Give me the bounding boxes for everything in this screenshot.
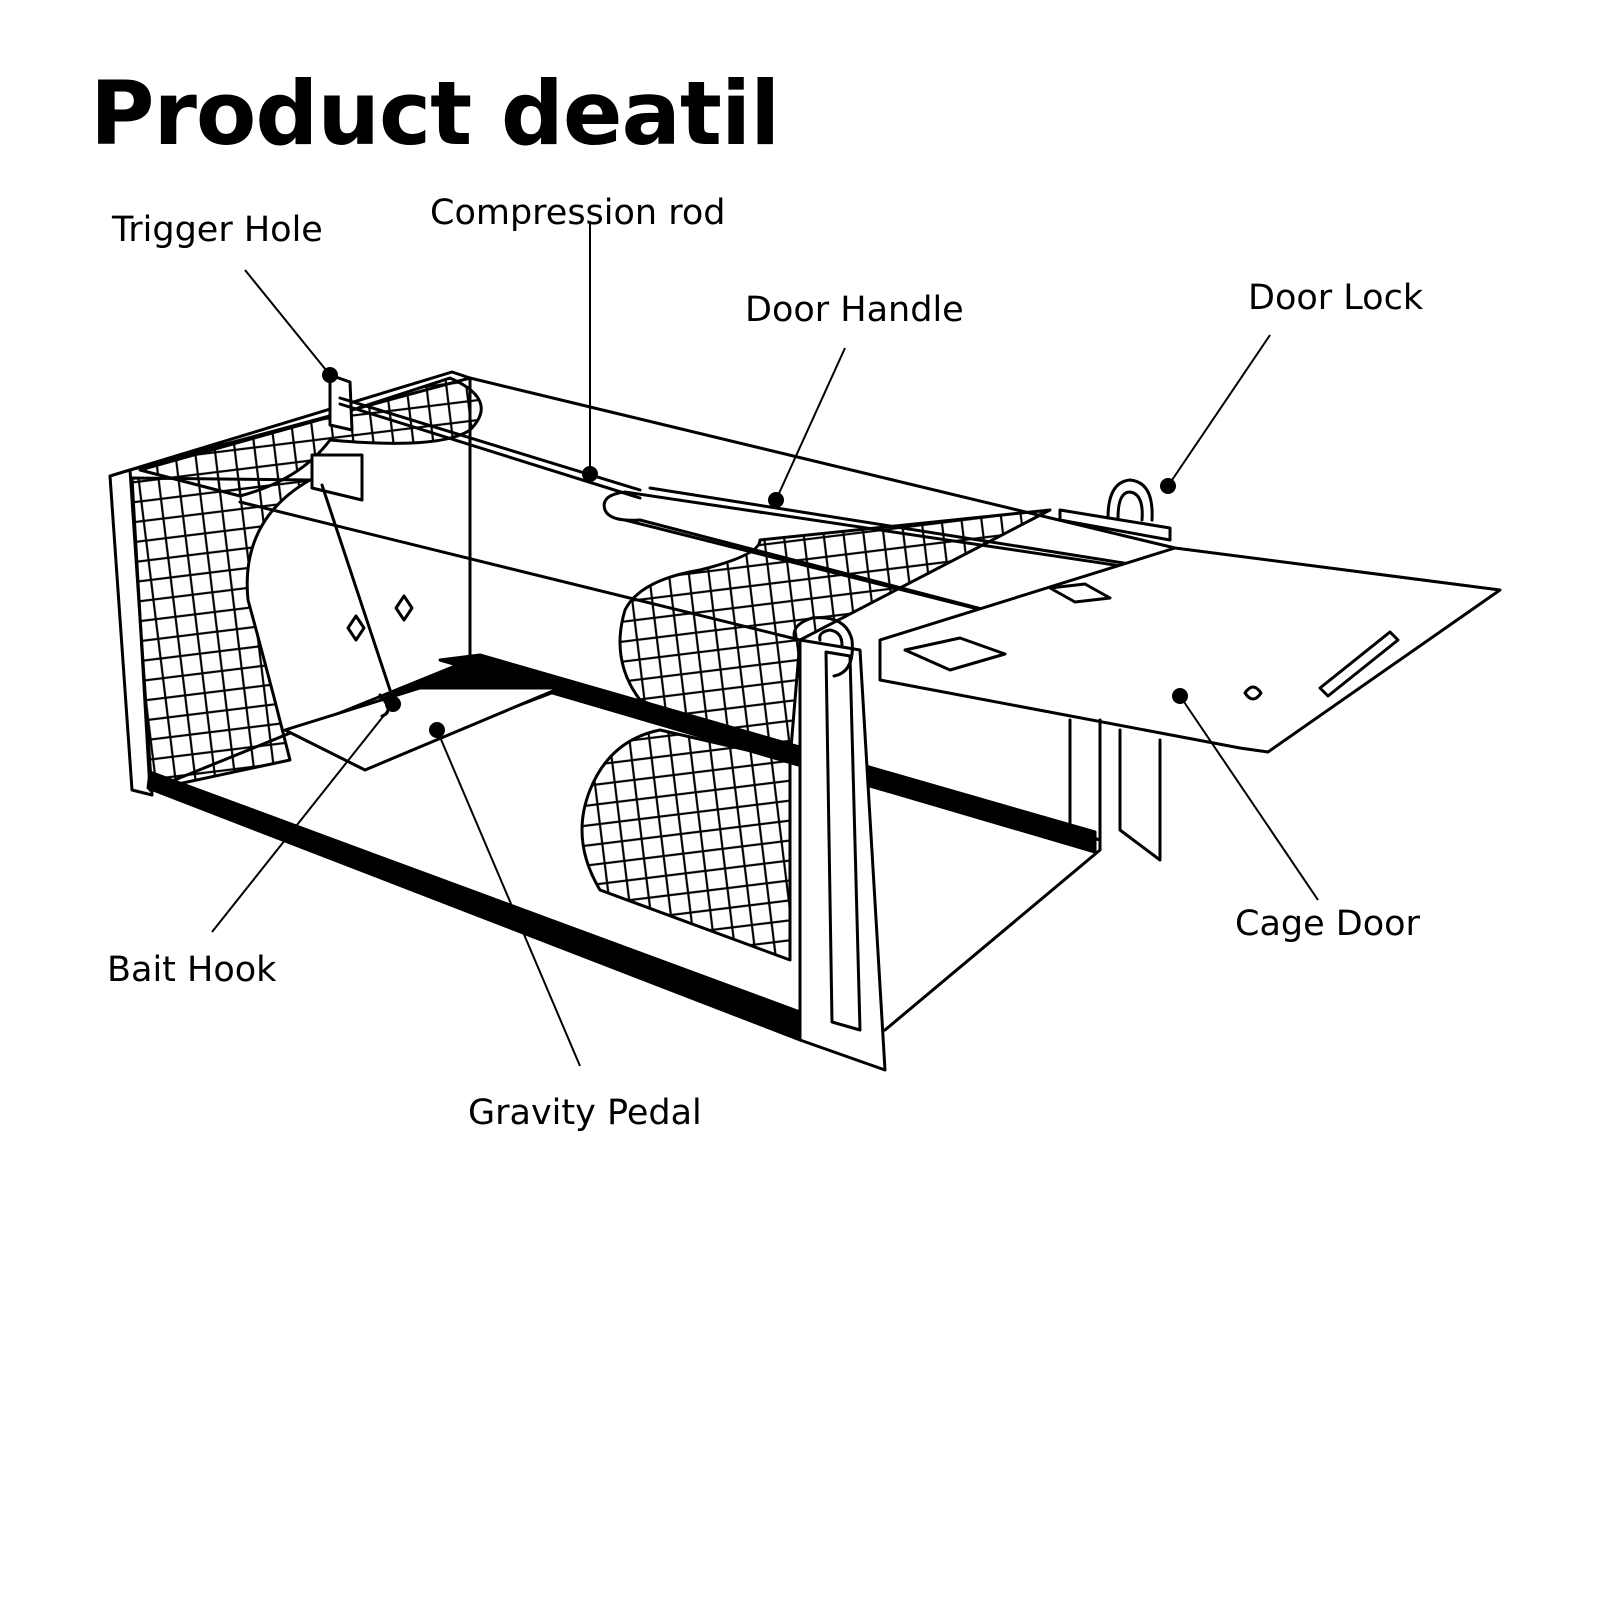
label-gravity-pedal: Gravity Pedal <box>468 1093 702 1133</box>
page-title: Product deatil <box>90 62 780 165</box>
label-cage-door: Cage Door <box>1235 904 1420 944</box>
label-compression-rod: Compression rod <box>430 193 726 233</box>
label-trigger-hole: Trigger Hole <box>112 210 323 250</box>
label-door-handle: Door Handle <box>745 290 964 330</box>
label-door-lock: Door Lock <box>1248 278 1424 318</box>
label-bait-hook: Bait Hook <box>107 950 277 990</box>
